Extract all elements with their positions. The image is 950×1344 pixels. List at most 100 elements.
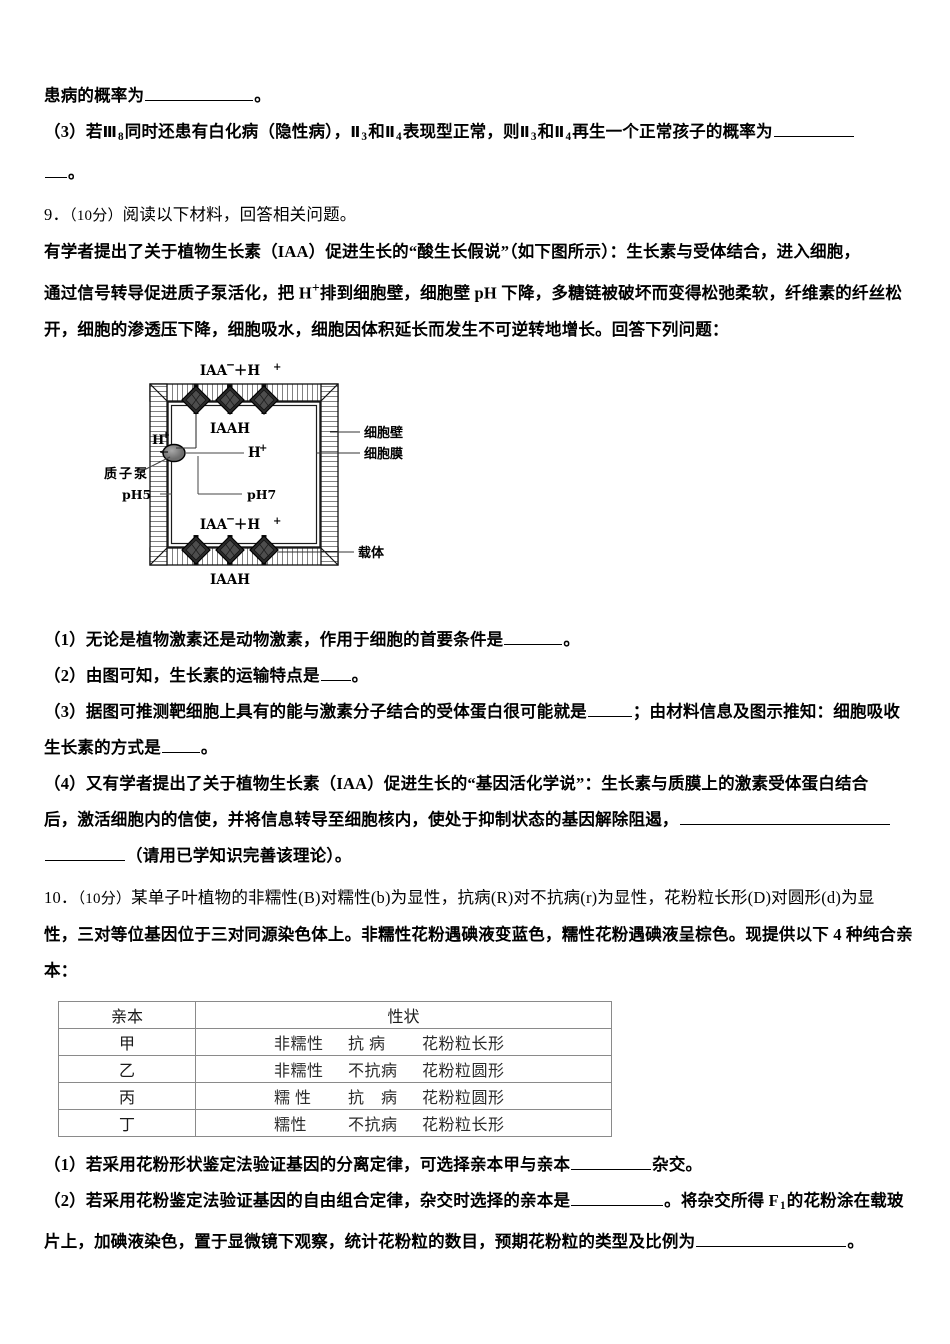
question-10-score: （10分）: [77, 890, 132, 907]
pedigree-index-4a: 4: [396, 131, 402, 144]
q9-2-text: （2）由图可知，生长素的运输特点是: [44, 665, 320, 685]
passage-2a: 通过信号转导促进质子泵活化，把 H: [44, 283, 312, 303]
q3-text-b: 同时还患有白化病（隐性病），: [124, 122, 351, 141]
svg-text:+: +: [273, 362, 281, 373]
question-9-passage-line-3: 开，细胞的渗透压下降，细胞吸水，细胞因体积延长而发生不可逆转地增长。回答下列问题…: [44, 319, 729, 339]
q3-text-e: 和: [537, 122, 555, 141]
question-9-sub-3-cont: 生长素的方式是 。: [44, 730, 920, 766]
label-cell-wall: 细胞壁: [364, 425, 403, 441]
q9-1-period: 。: [563, 629, 581, 649]
question-10-sub-1: （1）若采用花粉形状鉴定法验证基因的分离定律，可选择亲本甲与亲本 杂交。: [44, 1147, 920, 1183]
question-9-sub-4-cont: 后，激活细胞内的信使，并将信息转导至细胞核内，使处于抑制状态的基因解除阻遏，: [44, 802, 920, 838]
pedigree-index-3a: 3: [361, 131, 368, 144]
trait-waxy: 非糯性: [274, 1035, 324, 1053]
q10-1-text: （1）若采用花粉形状鉴定法验证基因的分离定律，可选择亲本甲与亲本: [44, 1154, 571, 1174]
parent-name: 乙: [58, 1054, 196, 1083]
passage-2b: 排到细胞壁，细胞壁 pH 下降，多糖链被破坏而变得松弛柔软，纤维素的纤丝松: [319, 283, 903, 303]
pedigree-roman-2c: Ⅱ: [519, 123, 530, 141]
pedigree-roman-3: Ⅲ: [102, 123, 117, 141]
answer-blank-cont[interactable]: [45, 163, 67, 179]
h-plus-superscript: +: [311, 280, 320, 296]
question-9-sub-2: （2）由图可知，生长素的运输特点是 。: [44, 658, 920, 694]
q10-1-tail: 杂交。: [652, 1154, 703, 1174]
table-row: 丁 糯性不抗病花粉粒长形: [58, 1108, 612, 1137]
question-9-sub-3: （3）据图可推测靶细胞上具有的能与激素分子结合的受体蛋白很可能就是；由材料信息及…: [44, 694, 920, 730]
answer-blank[interactable]: [571, 1191, 664, 1206]
parents-traits-table: 亲本 性状 甲 非糯性抗 病花粉粒长形 乙 非糯性不抗病花粉粒圆形 丙 糯 性抗…: [58, 1000, 612, 1137]
carrier-protein-bottom-3: [249, 534, 279, 565]
q10-2-text-b: 。将杂交所得 F: [664, 1190, 779, 1210]
answer-blank[interactable]: [773, 122, 854, 137]
svg-text:+: +: [162, 430, 170, 441]
q3-period: 。: [68, 163, 85, 183]
q10-2-text-d: 片上，加碘液染色，置于显微镜下观察，统计花粉粒的数目，预期花粉粒的类型及比例为: [44, 1231, 696, 1251]
answer-blank[interactable]: [161, 738, 200, 753]
question-10-sub-2: （2）若采用花粉鉴定法验证基因的自由组合定律，杂交时选择的亲本是 。将杂交所得 F…: [44, 1183, 920, 1224]
q9-3-text-b: ；由材料信息及图示推知：细胞吸收: [632, 701, 901, 721]
question-9-sub-1: （1）无论是植物激素还是动物激素，作用于细胞的首要条件是 。: [44, 622, 920, 658]
question-9-passage-line-2: 通过信号转导促进质子泵活化，把 H+排到细胞壁，细胞壁 pH 下降，多糖链被破坏…: [44, 270, 920, 312]
question-10-heading: 10．（10分）某单子叶植物的非糯性(B)对糯性(b)为显性，抗病(R)对不抗病…: [44, 880, 920, 917]
trait-disease: 抗 病: [348, 1035, 386, 1053]
trait-disease: 不抗病: [348, 1062, 398, 1080]
label-ph5: pH5: [122, 487, 151, 502]
q9-1-text: （1）无论是植物激素还是动物激素，作用于细胞的首要条件是: [44, 629, 504, 649]
carryover-question-3: （3）若Ⅲ8同时还患有白化病（隐性病），Ⅱ3和Ⅱ4表现型正常，则Ⅱ3和Ⅱ4再生一…: [44, 114, 920, 155]
label-bottom-iaah: IAAH: [210, 572, 250, 588]
q9-4-text-c: （请用已学知识完善该理论）。: [126, 845, 352, 865]
table-row: 甲 非糯性抗 病花粉粒长形: [58, 1027, 612, 1056]
question-10-stem-1: 某单子叶植物的非糯性(B)对糯性(b)为显性，抗病(R)对不抗病(r)为显性，花…: [131, 887, 875, 907]
carryover-prefix: 患病的概率为: [44, 86, 145, 105]
pedigree-index-8: 8: [117, 131, 124, 144]
answer-blank[interactable]: [145, 86, 254, 101]
q3-text-f: 再生一个正常孩子的概率为: [572, 122, 773, 141]
label-ph7: pH7: [247, 487, 276, 502]
pedigree-roman-2a: Ⅱ: [350, 123, 361, 141]
q9-3-text-c: 生长素的方式是: [44, 737, 161, 757]
pedigree-roman-2d: Ⅱ: [554, 123, 565, 141]
table-header-row: 亲本 性状: [58, 1000, 612, 1029]
parent-traits: 糯性不抗病花粉粒长形: [195, 1108, 612, 1137]
carryover-suffix: 。: [254, 86, 271, 105]
answer-blank[interactable]: [696, 1232, 847, 1247]
q10-2-text-a: （2）若采用花粉鉴定法验证基因的自由组合定律，杂交时选择的亲本是: [44, 1190, 571, 1210]
label-bottom-reaction: IAA‾＋H: [200, 517, 261, 533]
trait-pollen: 花粉粒圆形: [422, 1062, 505, 1080]
header-traits: 性状: [195, 1000, 612, 1029]
answer-blank-cont[interactable]: [45, 846, 125, 861]
carryover-probability-line: 患病的概率为 。: [44, 78, 920, 114]
svg-text:+: +: [259, 443, 267, 454]
carrier-protein-top-3: [249, 383, 279, 415]
table-row: 乙 非糯性不抗病花粉粒圆形: [58, 1054, 612, 1083]
q9-3-period: 。: [200, 737, 218, 757]
answer-blank[interactable]: [679, 810, 890, 825]
question-9-score: （10分）: [69, 208, 123, 225]
question-9-number: 9．: [44, 205, 70, 225]
answer-blank[interactable]: [571, 1155, 652, 1170]
question-9-sub-4: （4）又有学者提出了关于植物生长素（IAA）促进生长的“基因活化学说”：生长素与…: [44, 773, 869, 793]
question-10-number: 10．: [44, 887, 78, 907]
answer-blank[interactable]: [587, 702, 632, 717]
label-carrier: 载体: [358, 545, 385, 561]
table-row: 丙 糯 性抗 病花粉粒圆形: [58, 1081, 612, 1110]
f1-subscript: 1: [779, 1199, 786, 1212]
label-h-plus-wall: H: [152, 433, 164, 448]
answer-blank[interactable]: [320, 666, 351, 681]
label-h-plus-cytoplasm: H: [248, 445, 261, 461]
carrier-protein-bottom-2: [215, 534, 245, 565]
answer-blank[interactable]: [504, 630, 563, 645]
label-top-iaah: IAAH: [210, 421, 250, 437]
question-9-heading: 9．（10分）阅读以下材料，回答相关问题。: [44, 197, 920, 234]
q3-text-d: 表现型正常，则: [402, 122, 520, 141]
trait-waxy: 糯 性: [274, 1089, 312, 1107]
q3-text-c: 和: [368, 122, 385, 141]
q10-2-period: 。: [847, 1231, 865, 1251]
trait-disease: 抗 病: [348, 1089, 398, 1107]
svg-text:+: +: [273, 516, 281, 527]
q9-2-period: 。: [351, 665, 369, 685]
question-10-stem-2: 性，三对等位基因位于三对同源染色体上。非糯性花粉遇碘液变蓝色，糯性花粉遇碘液呈棕…: [44, 924, 913, 944]
parent-traits: 糯 性 抗 病 花粉粒圆形: [195, 1081, 612, 1110]
trait-pollen: 花粉粒圆形: [422, 1089, 505, 1107]
label-cell-membrane: 细胞膜: [364, 446, 403, 462]
